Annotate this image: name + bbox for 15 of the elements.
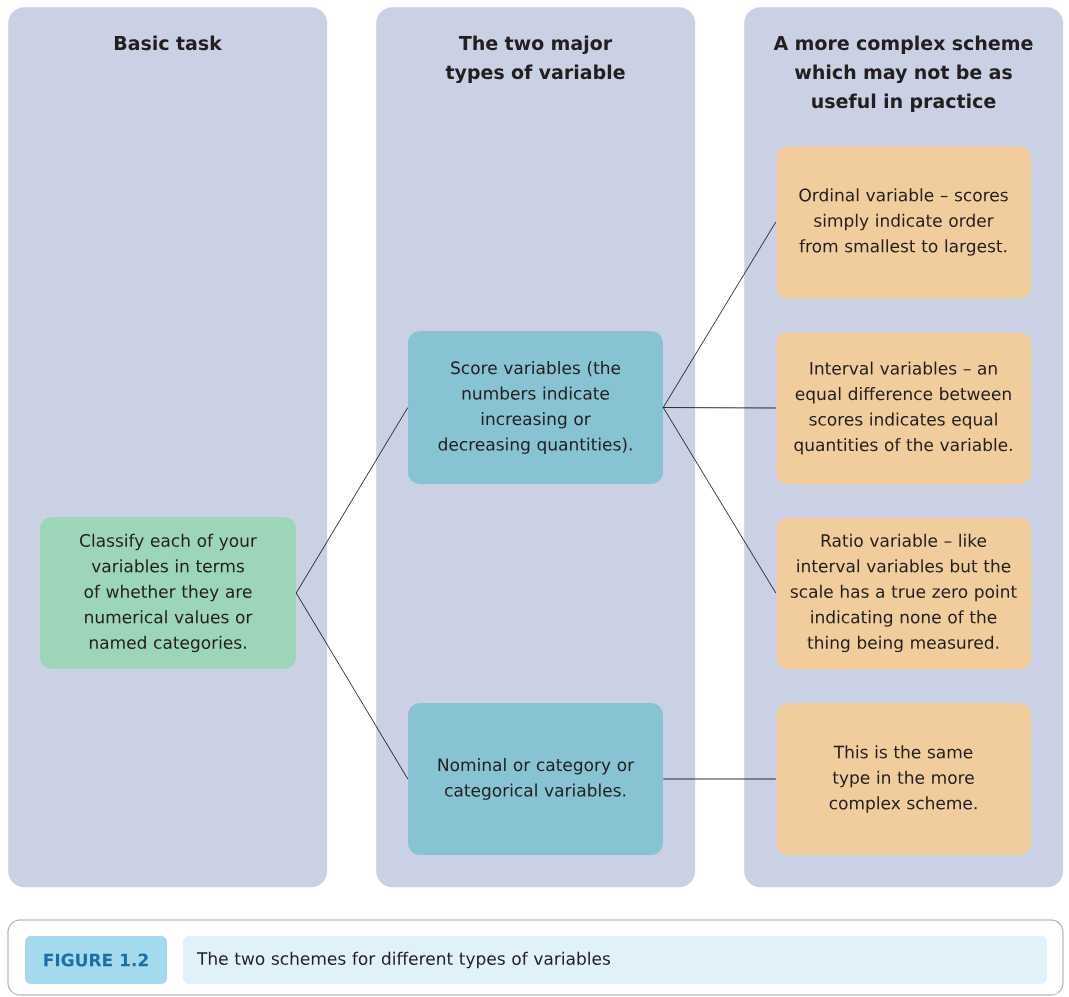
connector-line [662,407,777,409]
text-box: Classify each of your variables in terms of whether they are numerical values or named categories. [40,517,296,669]
figure-number: FIGURE 1.2 [25,936,167,984]
connector-line [662,778,777,780]
text-box: Score variables (the numbers indicate increasing or decreasing quantities). [408,331,663,484]
text-box: Ratio variable – like interval variables but the scale has a true zero point indicating none of the thing being measured. [776,517,1031,669]
connector-line [662,221,777,408]
caption-box: The two schemes for different types of variables [183,936,1047,984]
connector-line [295,407,409,594]
text-box: Nominal or category or categorical variables. [408,703,663,855]
connector-line [295,592,409,780]
text-box: This is the same type in the more complex scheme. [776,703,1031,855]
text-box: Interval variables – an equal difference between scores indicates equal quantities of the variable. [776,332,1031,484]
text-box: Ordinal variable – scores simply indicate order from smallest to largest. [776,146,1031,298]
connector-line [662,407,777,594]
